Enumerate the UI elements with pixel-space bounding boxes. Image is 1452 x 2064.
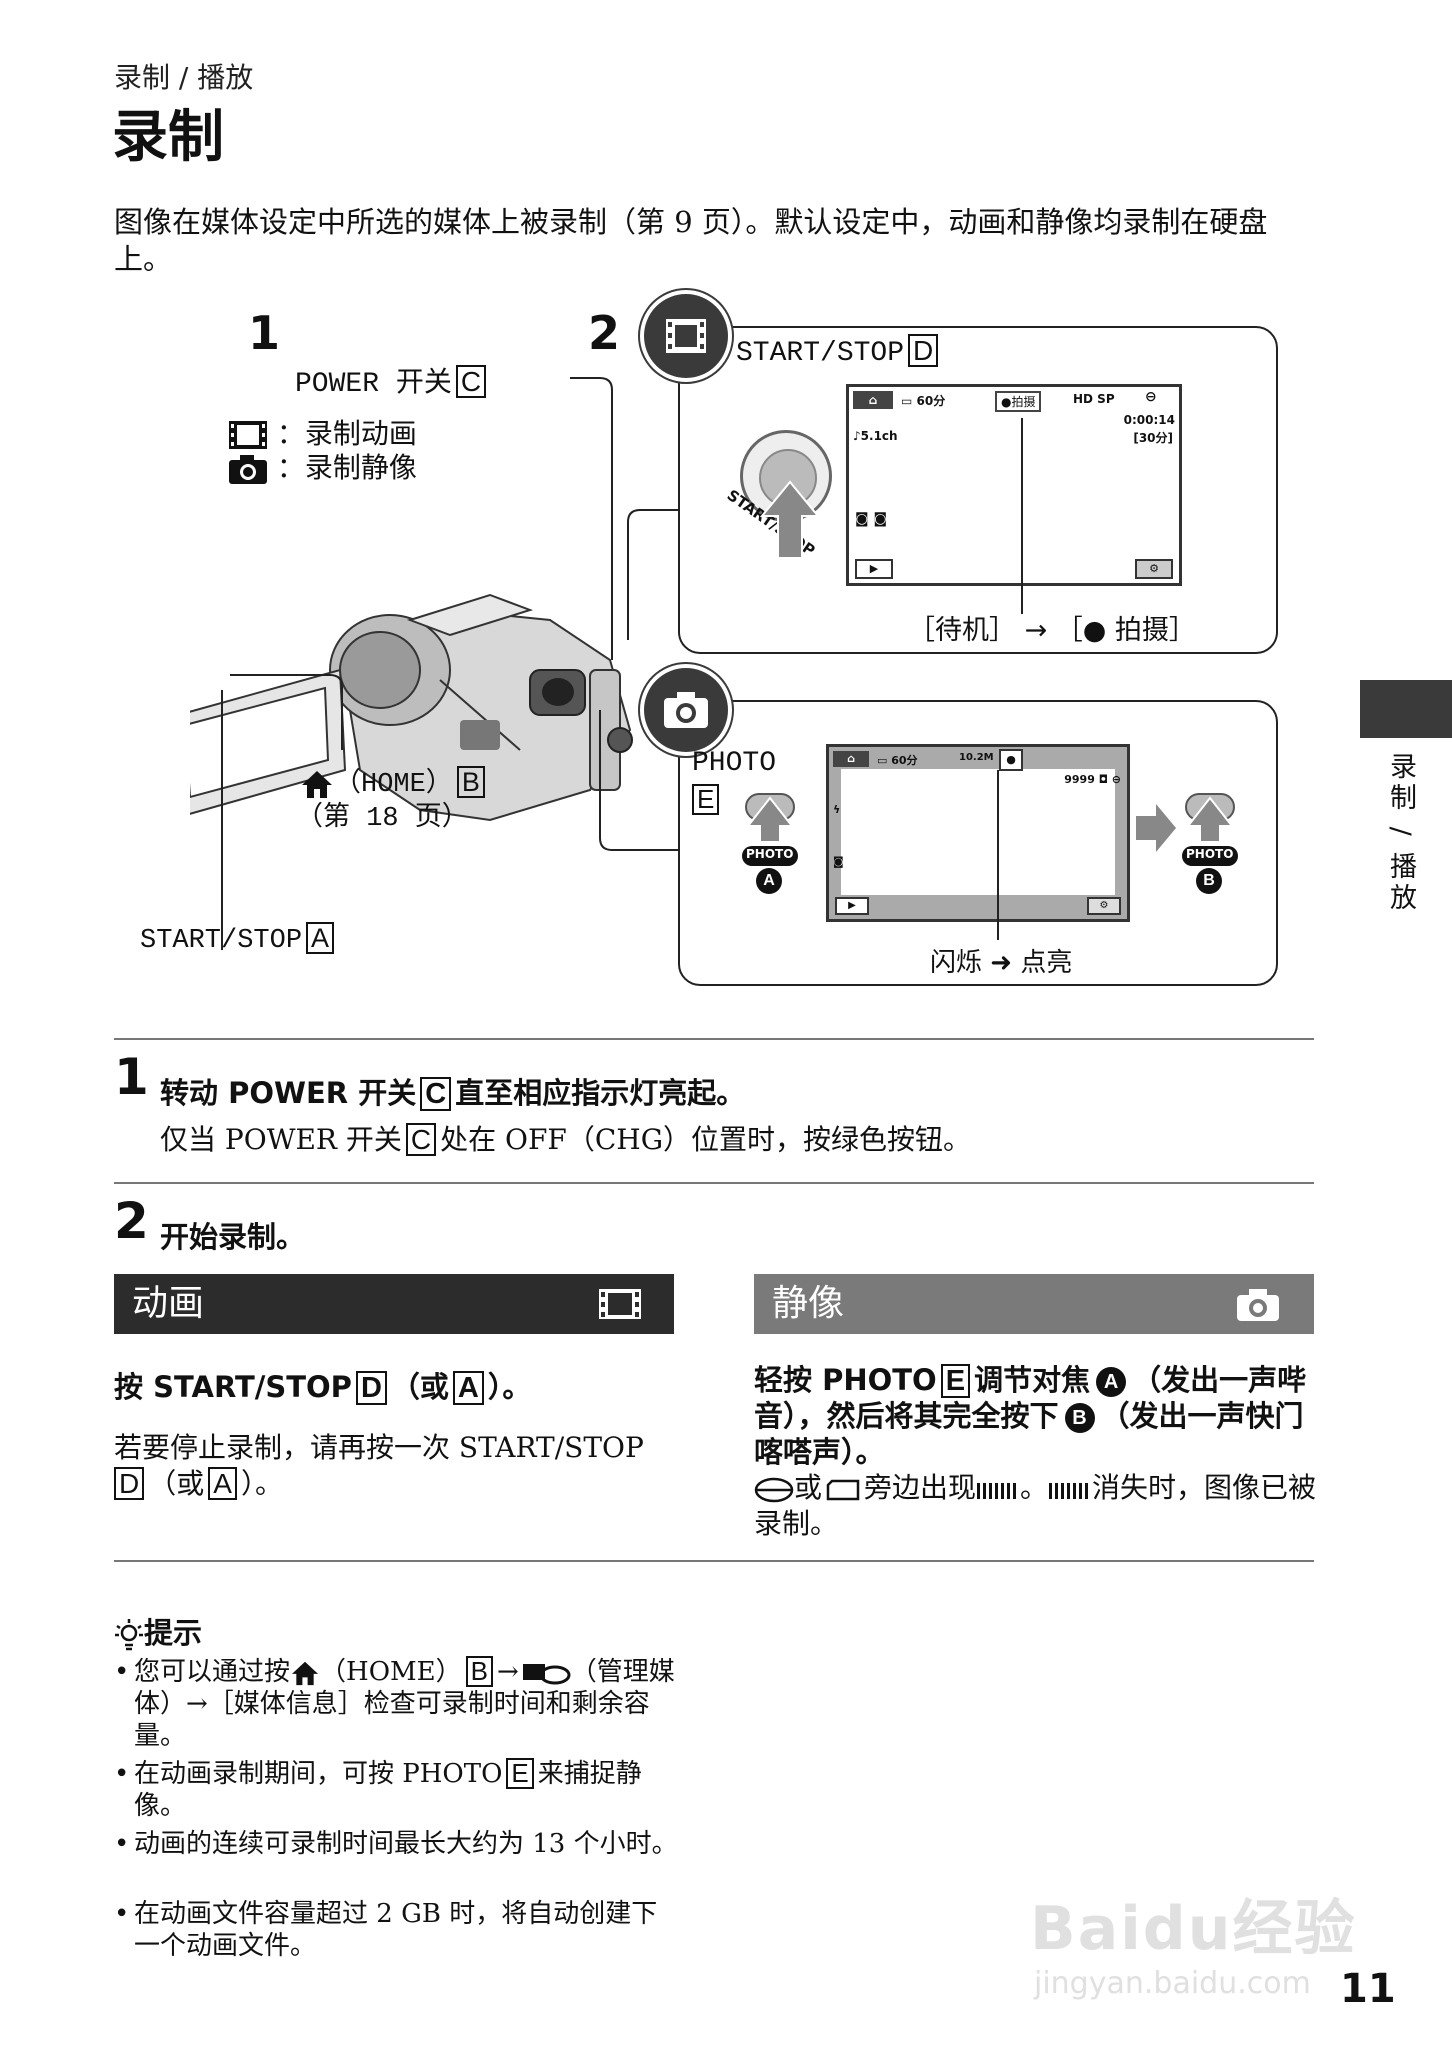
lcd-remaining: [30分] bbox=[1133, 431, 1173, 445]
lcd-quality: HD SP bbox=[1073, 392, 1115, 406]
lightbulb-icon bbox=[115, 1619, 143, 1651]
photo-callout-line bbox=[997, 770, 999, 940]
lcd-audio: ♪5.1ch bbox=[853, 429, 898, 443]
photo-panel bbox=[678, 700, 1278, 986]
divider bbox=[114, 1182, 1314, 1184]
tips-heading: 提示 bbox=[114, 1610, 202, 1652]
lcd-battery: ▭ 60分 bbox=[901, 394, 946, 408]
breadcrumb: 录制 / 播放 bbox=[114, 61, 254, 94]
hdd-icon bbox=[754, 1477, 794, 1502]
lcd-option-button: ⚙ bbox=[1087, 897, 1121, 915]
film-icon bbox=[666, 319, 706, 353]
lcd-play-button: ▶ bbox=[855, 559, 893, 579]
lcd-play-button: ▶ bbox=[835, 897, 869, 915]
mode-legend-photo: ：录制静像 bbox=[228, 446, 417, 486]
lcd-time: 0:00:14 bbox=[1123, 413, 1175, 427]
movie-section-header: 动画 bbox=[114, 1274, 674, 1334]
movie-panel-badge bbox=[640, 290, 732, 382]
camera-icon bbox=[229, 455, 267, 484]
home-icon bbox=[292, 1661, 319, 1686]
photo-step-a: A bbox=[756, 868, 782, 894]
page-title: 录制 bbox=[112, 105, 224, 170]
lcd-home-button: ⌂ bbox=[833, 751, 869, 767]
divider bbox=[114, 1560, 1314, 1562]
film-icon bbox=[599, 1289, 641, 1319]
camcorder-illustration bbox=[190, 593, 633, 822]
arrow-right-icon bbox=[1136, 804, 1176, 852]
camera-icon bbox=[1237, 1289, 1279, 1321]
side-tab-label: 录制 / 播放 bbox=[1385, 752, 1416, 915]
key-c: C bbox=[455, 365, 487, 399]
tip-item: • 在动画文件容量超过 2 GB 时，将自动创建下一个动画文件。 bbox=[114, 1899, 658, 1961]
movie-caption: ［待机］ → ［● 拍摄］ bbox=[908, 615, 1196, 646]
home-icon bbox=[302, 770, 332, 798]
home-button-label: （HOME）B bbox=[300, 760, 489, 800]
photo-section-header: 静像 bbox=[754, 1274, 1314, 1334]
camera-icon bbox=[664, 692, 708, 728]
lcd-home-button: ⌂ bbox=[853, 391, 893, 409]
recording-bars-icon bbox=[977, 1482, 1017, 1499]
lcd-record-badge: ●拍摄 bbox=[995, 391, 1042, 412]
memory-card-icon bbox=[826, 1479, 860, 1500]
lcd-face-icon: ◙ bbox=[833, 855, 844, 868]
tip-item: • 您可以通过按（HOME）B→（管理媒体）→［媒体信息］检查可录制时间和剩余容… bbox=[114, 1656, 675, 1751]
photo-lcd: ⌂ ▭ 60分 10.2M ● 9999 ◘ ⊖ ϟ ◙ ▶ ⚙ bbox=[826, 744, 1130, 922]
film-icon bbox=[229, 421, 267, 449]
home-page-ref: （第 18 页） bbox=[296, 804, 469, 834]
photo-press-a bbox=[742, 793, 798, 866]
photo-step-b: B bbox=[1196, 868, 1222, 894]
lcd-shot-count: 9999 ◘ ⊖ bbox=[1064, 773, 1121, 786]
step-1-number: 1 bbox=[114, 1048, 149, 1106]
page-number: 11 bbox=[1340, 1966, 1396, 2012]
photo-button-label: PHOTO bbox=[692, 748, 777, 779]
diagram-step-2: 2 bbox=[588, 306, 621, 360]
side-tab bbox=[1360, 680, 1452, 738]
lcd-option-button: ⚙ bbox=[1135, 559, 1173, 579]
photo-caption: 闪烁 ➜ 点亮 bbox=[930, 948, 1073, 978]
manage-media-icon bbox=[522, 1664, 571, 1685]
divider bbox=[114, 1038, 1314, 1040]
step-2-title: 开始录制。 bbox=[160, 1220, 306, 1254]
lcd-face-icon: ◙ ◙ bbox=[855, 511, 888, 527]
photo-record-note: 或旁边出现。消失时，图像已被录制。 bbox=[754, 1471, 1317, 1540]
key-b: B bbox=[456, 766, 485, 799]
leader-lines bbox=[221, 377, 680, 950]
mode-legend-movie: ：录制动画 bbox=[228, 412, 417, 452]
lcd-battery: ▭ 60分 bbox=[877, 754, 918, 767]
lcd-disk-icon: ⊖ bbox=[1145, 389, 1157, 405]
lcd-focus-indicator: ● bbox=[999, 749, 1023, 771]
watermark-logo: Baidu经验 bbox=[1030, 1894, 1357, 1964]
movie-lcd: ⌂ ▭ 60分 ●拍摄 HD SP ⊖ 0:00:14 [30分] ♪5.1ch… bbox=[846, 384, 1182, 586]
key-a: A bbox=[306, 922, 335, 955]
diagram-step-1: 1 bbox=[248, 306, 281, 360]
movie-panel bbox=[678, 326, 1278, 654]
photo-button-a-text: PHOTO bbox=[746, 847, 794, 861]
lcd-flash-icon: ϟ bbox=[833, 803, 841, 816]
watermark-url: jingyan.baidu.com bbox=[1034, 1966, 1311, 2001]
key-d: D bbox=[908, 334, 939, 368]
photo-button-b-text: PHOTO bbox=[1186, 847, 1234, 861]
photo-press-b bbox=[1182, 793, 1238, 866]
movie-callout-line bbox=[1021, 418, 1023, 614]
press-arrow-icon bbox=[760, 480, 820, 559]
step-2-number: 2 bbox=[114, 1192, 149, 1250]
recording-bars-icon bbox=[1049, 1482, 1089, 1499]
intro-paragraph: 图像在媒体设定中所选的媒体上被录制（第 9 页）。默认设定中，动画和静像均录制在… bbox=[114, 205, 1268, 276]
photo-key-e: E bbox=[692, 784, 720, 816]
lcd-image-size: 10.2M bbox=[959, 752, 994, 763]
tip-item: • 动画的连续可录制时间最长大约为 13 个小时。 bbox=[114, 1829, 678, 1859]
photo-panel-badge bbox=[640, 664, 732, 756]
